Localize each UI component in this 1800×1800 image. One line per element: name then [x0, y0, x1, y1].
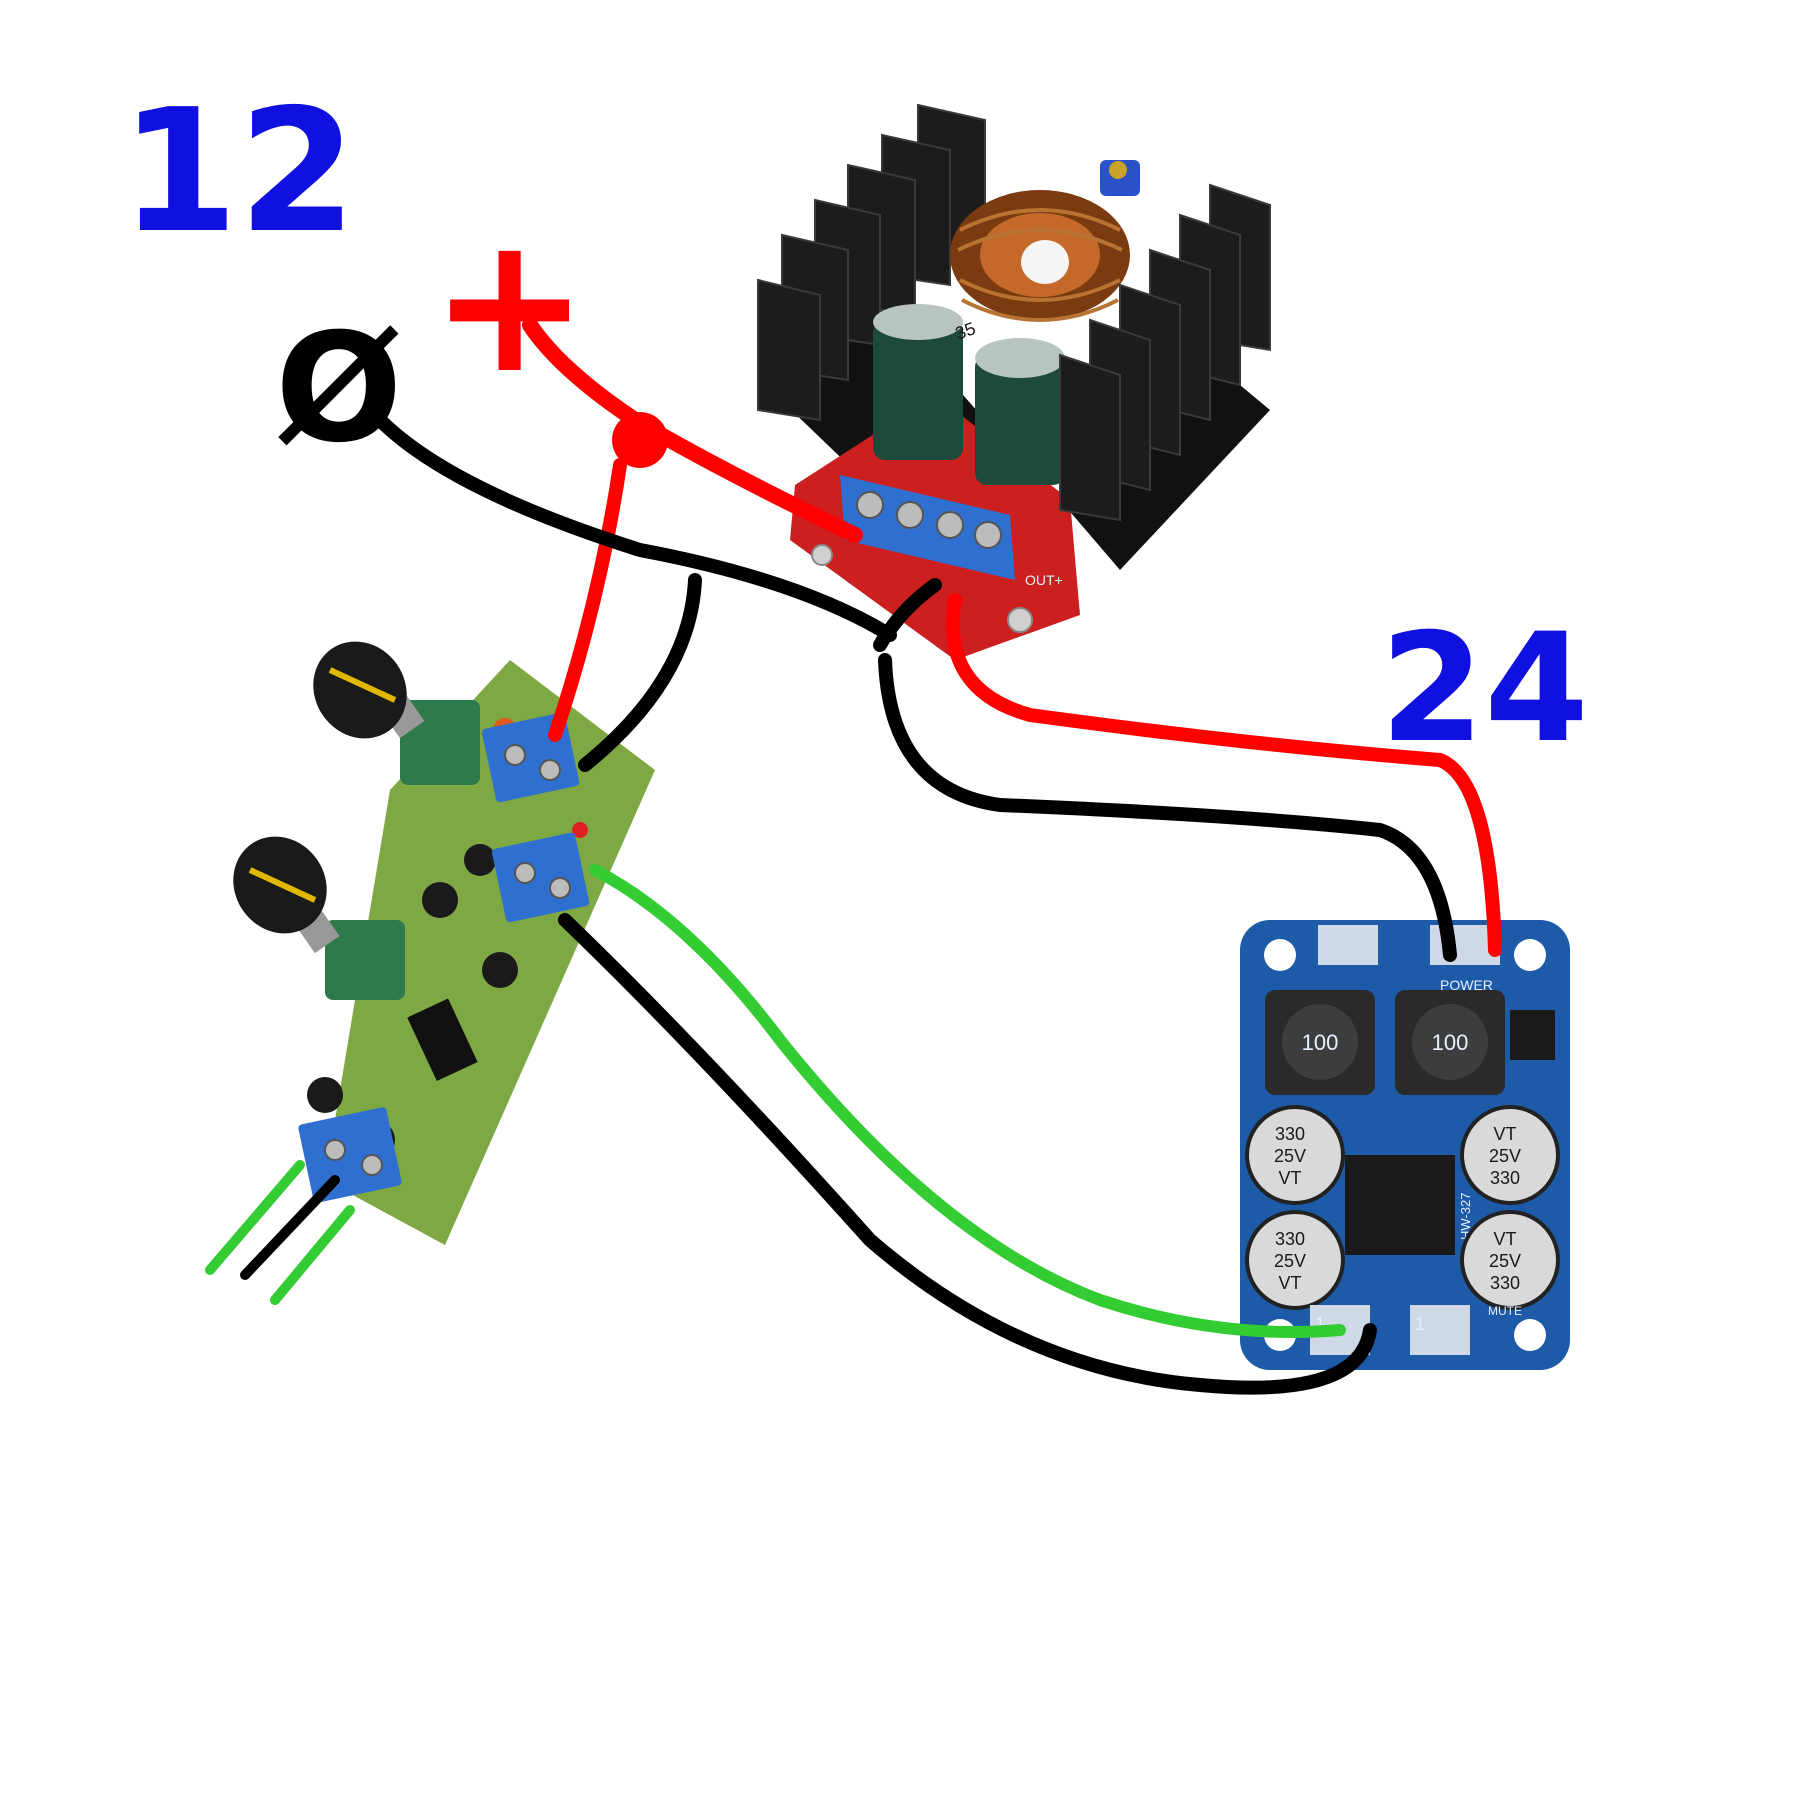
- capacitor-bottom-right: VT 25V 330: [1460, 1210, 1560, 1310]
- ground-preamp-wire: [578, 573, 702, 772]
- plus-symbol: +: [430, 194, 589, 415]
- inductor-right-value: 100: [1432, 1030, 1469, 1055]
- svg-text:VT: VT: [1493, 1229, 1516, 1249]
- capacitor-bottom-left: 330 25V VT: [1245, 1210, 1345, 1310]
- svg-text:25V: 25V: [1274, 1146, 1306, 1166]
- wires: [205, 317, 1502, 1395]
- svg-text:330: 330: [1490, 1168, 1520, 1188]
- screw-terminal-icon: [840, 475, 1015, 580]
- out-plus-label: OUT+: [1025, 572, 1063, 588]
- svg-text:VT: VT: [1278, 1273, 1301, 1293]
- audio-input-left-wire: [205, 1160, 305, 1275]
- power-label: POWER: [1440, 977, 1493, 993]
- svg-text:330: 330: [1490, 1273, 1520, 1293]
- svg-text:VT: VT: [1493, 1124, 1516, 1144]
- potentiometer-knob-icon: [313, 641, 480, 785]
- ground-input-wire: [373, 413, 897, 642]
- minus-symbol: Ø: [275, 302, 403, 476]
- potentiometer-knob-icon: [233, 836, 405, 1000]
- inductor-icon: 100: [1395, 990, 1505, 1095]
- input-voltage-label: 12: [120, 73, 357, 271]
- preamp-pcb: [325, 660, 655, 1245]
- toroid-inductor-icon: [950, 190, 1130, 322]
- signal-ground-wire: [558, 913, 1377, 1395]
- screw-terminal-icon: [298, 712, 590, 1203]
- amplifier-board: POWER 100 100 HW-327 330 25V VT 330 25V …: [1240, 920, 1570, 1370]
- positive-junction: [612, 412, 668, 468]
- heatsink-right-icon: [1059, 183, 1271, 570]
- svg-text:330: 330: [1275, 1229, 1305, 1249]
- capacitor-top-right: VT 25V 330: [1460, 1105, 1560, 1205]
- pin1-right-label: 1: [1415, 1314, 1425, 1334]
- converter-capacitors: 35: [873, 304, 1065, 485]
- pin1-left-label: 1: [1315, 1314, 1325, 1334]
- capacitor-top-left: 330 25V VT: [1245, 1105, 1345, 1205]
- annotations: 12 24 + Ø: [120, 73, 1589, 776]
- model-label: HW-327: [1458, 1193, 1473, 1240]
- audio-input-ground-wire: [240, 1175, 340, 1280]
- amplifier-chip: [1345, 1155, 1455, 1255]
- output-voltage-label: 24: [1380, 602, 1589, 776]
- svg-text:VT: VT: [1278, 1168, 1301, 1188]
- svg-text:25V: 25V: [1489, 1251, 1521, 1271]
- inductor-left-value: 100: [1302, 1030, 1339, 1055]
- ground-amp-wire: [878, 653, 1457, 962]
- audio-signal-wire: [589, 864, 1346, 1338]
- positive-preamp-wire: [548, 458, 627, 742]
- ground-converter-wire: [873, 578, 942, 652]
- svg-text:25V: 25V: [1489, 1146, 1521, 1166]
- dc-dc-boost-converter: 35 OUT+: [757, 103, 1271, 660]
- positive-output-wire: [945, 593, 1502, 957]
- svg-text:25V: 25V: [1274, 1251, 1306, 1271]
- audio-input-right-wire: [270, 1205, 355, 1305]
- inductor-icon: 100: [1265, 990, 1375, 1095]
- svg-text:330: 330: [1275, 1124, 1305, 1144]
- opamp-chip: [407, 998, 478, 1082]
- preamp-tone-board: [233, 641, 655, 1245]
- mute-label: MUTE: [1488, 1304, 1522, 1318]
